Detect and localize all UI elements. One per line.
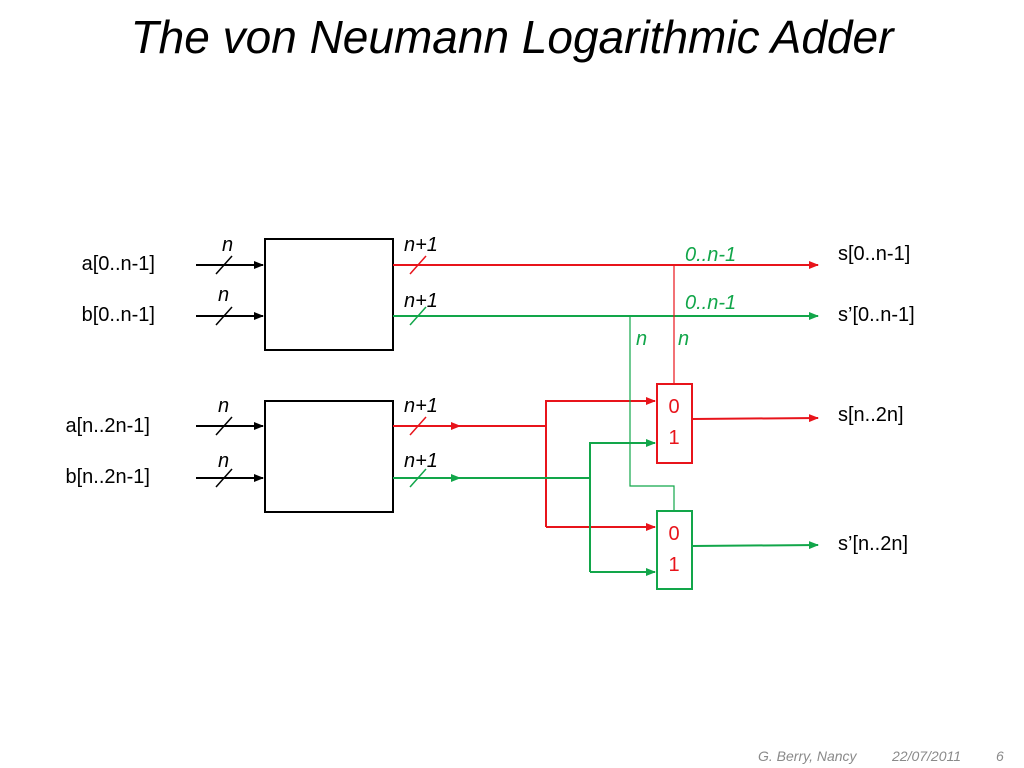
adder-block-high: [264, 400, 394, 513]
green-wires: [393, 306, 819, 576]
bus-label-n1-s-high: n+1: [404, 395, 438, 417]
bus-label-n-b-high: n: [218, 450, 229, 472]
bus-label-n-a-high: n: [218, 395, 229, 417]
output-label-sp-low: s’[0..n-1]: [838, 304, 915, 326]
range-label-sp-low: 0..n-1: [685, 292, 736, 314]
range-label-s-low: 0..n-1: [685, 244, 736, 266]
mux-red-in1: 1: [668, 427, 679, 449]
select-wires: [629, 265, 675, 511]
select-label-n-green: n: [636, 328, 647, 350]
input-label-a-low: a[0..n-1]: [82, 253, 155, 275]
input-label-a-high: a[n..2n-1]: [65, 415, 150, 437]
bus-label-n1-sp-high: n+1: [404, 450, 438, 472]
output-label-s-high: s[n..2n]: [838, 404, 904, 426]
bus-label-n1-sp-low: n+1: [404, 290, 438, 312]
footer-date: 22/07/2011: [892, 748, 962, 764]
footer-author: G. Berry, Nancy: [758, 748, 857, 764]
mux-red-in0: 0: [668, 396, 679, 418]
select-label-n-red: n: [678, 328, 689, 350]
bus-label-n-b-low: n: [218, 284, 229, 306]
output-label-sp-high: s’[n..2n]: [838, 533, 908, 555]
mux-green: [656, 510, 693, 590]
bus-label-n1-s-low: n+1: [404, 234, 438, 256]
red-wires: [393, 255, 819, 531]
input-wires: [196, 255, 264, 488]
mux-green-in0: 0: [668, 523, 679, 545]
output-label-s-low: s[0..n-1]: [838, 243, 910, 265]
slide-title: The von Neumann Logarithmic Adder: [130, 11, 894, 63]
footer-page-number: 6: [996, 748, 1004, 764]
adder-block-low: [264, 238, 394, 351]
input-label-b-high: b[n..2n-1]: [65, 466, 150, 488]
bus-label-n-a-low: n: [222, 234, 233, 256]
mux-green-in1: 1: [668, 554, 679, 576]
input-label-b-low: b[0..n-1]: [82, 304, 155, 326]
mux-red: [656, 383, 693, 464]
